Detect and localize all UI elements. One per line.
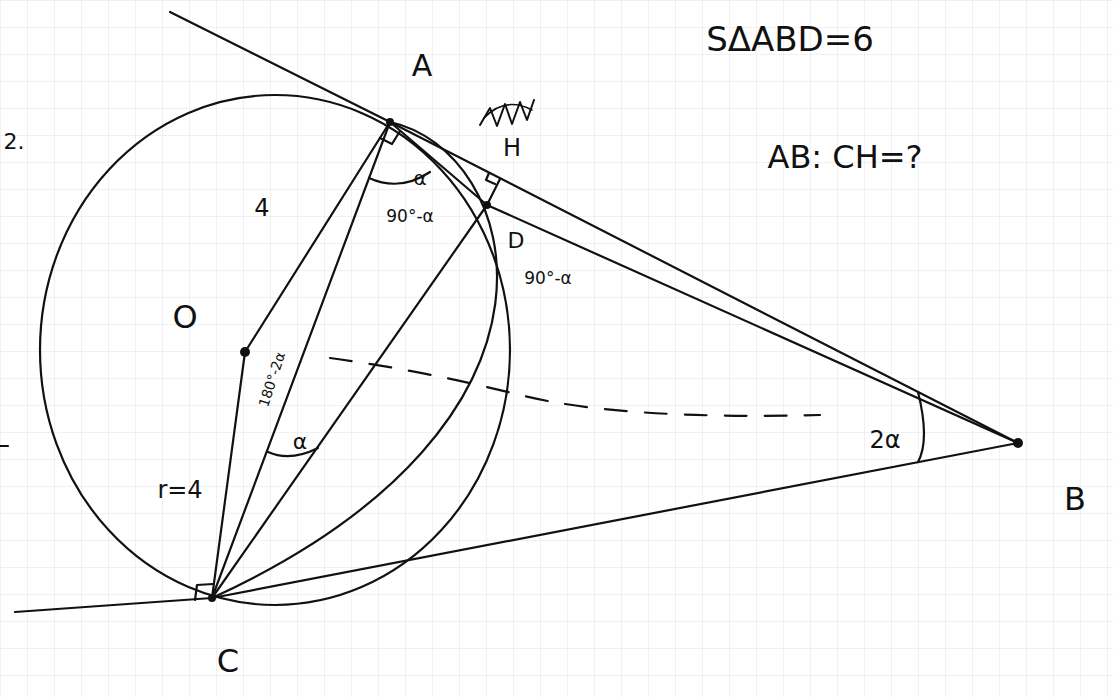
right-angle-a: [380, 131, 400, 144]
segment-ad: [390, 122, 487, 205]
angle-label: α: [413, 167, 426, 189]
dashed-ob: [330, 358, 820, 416]
point-dot: [483, 201, 491, 209]
point-dot: [208, 594, 216, 602]
margin-label: 2.: [4, 130, 25, 154]
circle-o: [40, 95, 510, 605]
note-text: SΔABD=6: [706, 21, 874, 58]
margin-mark: [0, 445, 8, 447]
point-dot: [1013, 438, 1023, 448]
point-dot: [386, 118, 394, 126]
tangent-ab: [170, 12, 1018, 443]
length-label: r=4: [157, 477, 202, 503]
arc-adc: [212, 122, 497, 598]
center-dot: [240, 347, 250, 357]
angle-label: 90°-α: [524, 269, 571, 288]
segment-dc: [212, 205, 487, 598]
question-text: AB: CH=?: [768, 140, 923, 175]
radius-oc: [212, 352, 245, 598]
scribble: [480, 100, 534, 126]
point-label: C: [217, 644, 239, 679]
angle-arc-b: [918, 392, 924, 462]
angle-label: α: [293, 430, 308, 454]
point-label: H: [503, 135, 521, 161]
tangent-cb: [15, 443, 1018, 612]
angle-label: 90°-α: [386, 207, 433, 226]
scribble: [484, 105, 532, 118]
segment-db: [487, 205, 1018, 443]
point-label: O: [172, 300, 197, 335]
angle-label: 2α: [869, 427, 900, 453]
point-label: D: [508, 229, 525, 253]
point-label: B: [1064, 482, 1086, 517]
length-label: 4: [254, 195, 269, 221]
chord-ac: [212, 122, 390, 598]
right-angle-h: [486, 173, 495, 184]
point-label: A: [412, 49, 433, 82]
